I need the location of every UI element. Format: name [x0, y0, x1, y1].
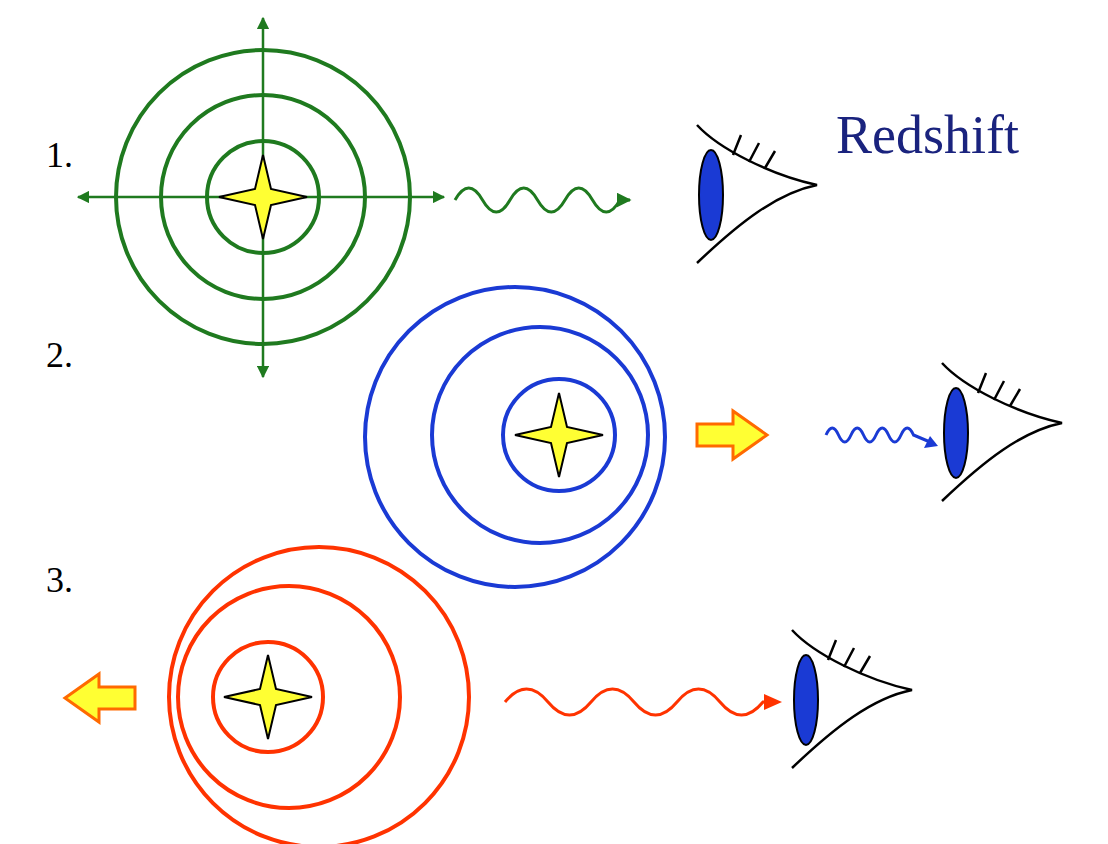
light-wave [826, 428, 930, 442]
observer-eye [792, 630, 912, 768]
star-symbol [219, 155, 307, 239]
approaching-source [365, 287, 665, 587]
row-number: 2. [46, 337, 73, 373]
motion-arrow [65, 674, 135, 722]
stationary-source [78, 18, 444, 377]
star-symbol [224, 655, 312, 739]
wave-arrowhead [924, 436, 938, 448]
light-wave [505, 689, 766, 715]
observer-eye [942, 363, 1062, 501]
row-number: 1. [46, 137, 73, 173]
wave-arrowhead [764, 694, 782, 710]
light-wave [455, 188, 630, 212]
motion-arrow [697, 411, 767, 459]
row-number: 3. [46, 562, 73, 598]
observer-eye [697, 125, 817, 263]
star-symbol [515, 393, 603, 477]
receding-source [169, 547, 469, 844]
diagram-title: Redshift [836, 108, 1019, 162]
